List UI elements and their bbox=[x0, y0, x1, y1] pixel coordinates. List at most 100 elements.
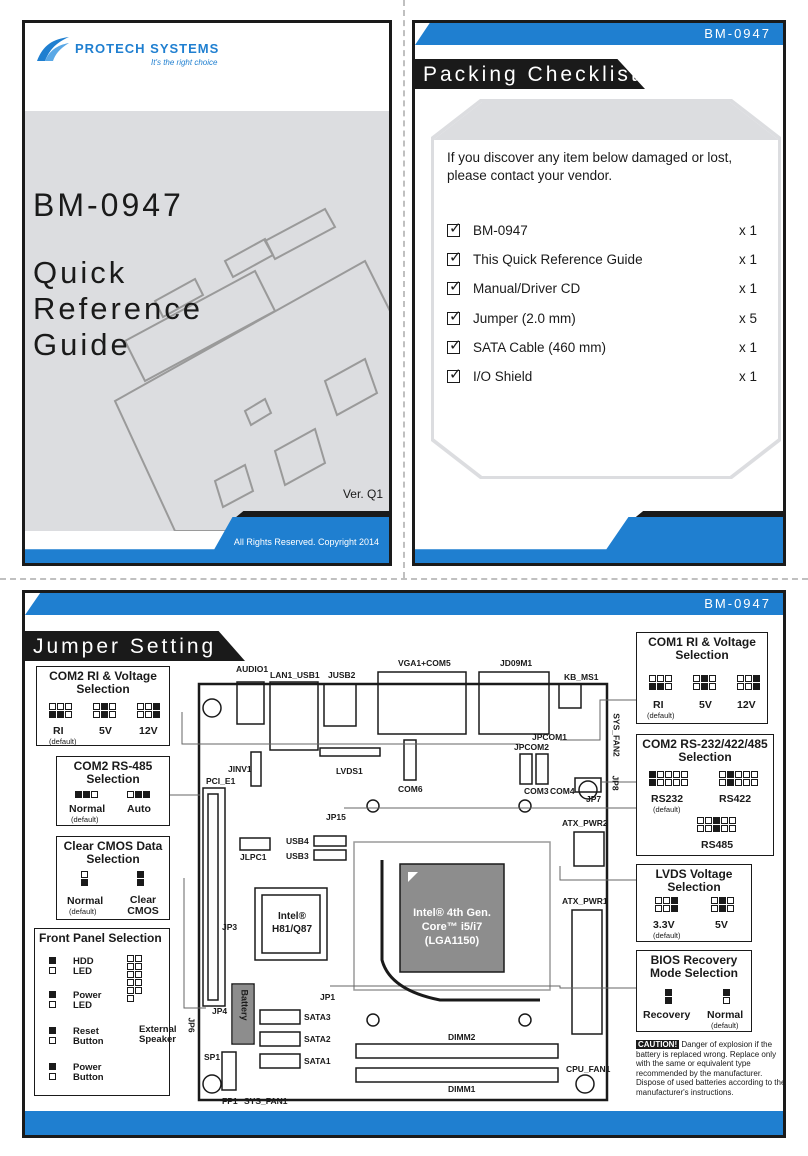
board-label-sata3: SATA3 bbox=[304, 1012, 331, 1022]
board-label-lan1-usb1: LAN1_USB1 bbox=[270, 670, 320, 680]
checklist-item: ✓ BM-0947 x 1 bbox=[447, 220, 757, 238]
board-label-jp4: JP4 bbox=[212, 1006, 228, 1016]
board-label-atx-pwr2: ATX_PWR2 bbox=[562, 818, 608, 828]
board-label-jp6: JP6 bbox=[186, 1017, 197, 1033]
com2-ri-title: COM2 RI & Voltage Selection bbox=[49, 669, 157, 696]
board-label-usb4: USB4 bbox=[286, 836, 309, 846]
bios-recovery-jumpers bbox=[655, 989, 735, 1009]
fold-line-horizontal bbox=[0, 578, 808, 580]
board-label-jpcom1: JPCOM1 bbox=[532, 732, 567, 742]
brand-logo: PROTECH SYSTEMS It's the right choice bbox=[31, 31, 271, 77]
battery-label: Battery bbox=[239, 989, 250, 1021]
board-label-com6: COM6 bbox=[398, 784, 423, 794]
front-panel-box: Front Panel Selection HDD LED Power LED … bbox=[34, 928, 177, 1096]
com2-rs485-jumpers bbox=[71, 791, 161, 801]
com2-rs232-422-485-box: COM2 RS-232/422/485 Selection RS232 RS42… bbox=[636, 734, 774, 856]
board-label-jinv1: JINV1 bbox=[228, 764, 252, 774]
logo-mark-icon bbox=[37, 37, 69, 61]
checklist-item: ✓ This Quick Reference Guide x 1 bbox=[447, 249, 757, 267]
caution-text: Danger of explosion if the battery is re… bbox=[636, 1040, 786, 1097]
jumper-model-tag: BM-0947 bbox=[704, 596, 771, 611]
board-label-sata2: SATA2 bbox=[304, 1034, 331, 1044]
brand-name: PROTECH SYSTEMS bbox=[75, 41, 220, 56]
cover-background bbox=[25, 111, 389, 531]
checklist-accent-dark bbox=[635, 511, 783, 517]
board-label-sys-fan1: SYS_FAN1 bbox=[244, 1096, 288, 1106]
jumper-footer-bar bbox=[25, 1111, 783, 1135]
board-label-fp1: FP1 bbox=[222, 1096, 238, 1106]
checklist-content: If you discover any item below damaged o… bbox=[431, 99, 781, 479]
board-label-pci-e1: PCI_E1 bbox=[206, 776, 236, 786]
board-label-com4: COM4 bbox=[550, 786, 575, 796]
cover-accent-dark bbox=[236, 511, 389, 517]
board-label-jp8: JP8 bbox=[610, 775, 621, 791]
board-label-jp1: JP1 bbox=[320, 992, 336, 1002]
checklist-item: ✓ Jumper (2.0 mm) x 5 bbox=[447, 308, 757, 326]
checklist-title-bar bbox=[415, 59, 645, 89]
com2-rs485-box: COM2 RS-485 Selection Normal Auto (defau… bbox=[56, 756, 170, 826]
board-label-kb-ms1: KB_MS1 bbox=[564, 672, 599, 682]
cover-guide-title: Quick Reference Guide bbox=[33, 255, 204, 362]
board-label-cpu-fan1: CPU_FAN1 bbox=[566, 1064, 611, 1074]
cover-version: Ver. Q1 bbox=[342, 487, 383, 501]
brand-slogan: It's the right choice bbox=[151, 58, 218, 67]
checkbox-checked-icon: ✓ bbox=[447, 308, 462, 325]
checklist-panel: BM-0947 Packing Checklist If you discove… bbox=[412, 20, 786, 566]
board-label-sys-fan2: SYS_FAN2 bbox=[611, 713, 622, 757]
checkbox-checked-icon: ✓ bbox=[447, 337, 462, 354]
com2-rs485-selector-jumpers bbox=[697, 817, 757, 837]
com1-ri-voltage-box: COM1 RI & Voltage Selection RI 5V 12V (d… bbox=[636, 632, 768, 724]
checkbox-checked-icon: ✓ bbox=[447, 220, 462, 237]
checklist-item: ✓ I/O Shield x 1 bbox=[447, 366, 757, 384]
com1-ri-jumpers bbox=[645, 675, 765, 697]
checklist-item: ✓ SATA Cable (460 mm) x 1 bbox=[447, 337, 757, 355]
board-label-vga1-com5: VGA1+COM5 bbox=[398, 658, 451, 668]
front-panel-header bbox=[127, 955, 143, 1015]
checklist-title: Packing Checklist bbox=[423, 63, 640, 86]
lvds-voltage-jumpers bbox=[649, 897, 745, 917]
checklist-item: ✓ Manual/Driver CD x 1 bbox=[447, 278, 757, 296]
jumper-title: Jumper Setting bbox=[33, 635, 217, 658]
board-label-sata1: SATA1 bbox=[304, 1056, 331, 1066]
board-label-com3: COM3 bbox=[524, 786, 549, 796]
chipset-label: Intel® H81/Q87 bbox=[271, 911, 313, 935]
clear-cmos-box: Clear CMOS Data Selection Normal Clear C… bbox=[56, 836, 170, 920]
battery-caution-note: CAUTION! Danger of explosion if the batt… bbox=[636, 1040, 788, 1097]
com2-ri-jumpers bbox=[45, 703, 165, 725]
board-label-atx-pwr1: ATX_PWR1 bbox=[562, 896, 608, 906]
checklist-model-tag: BM-0947 bbox=[704, 26, 771, 41]
cpu-label: Intel® 4th Gen. Core™ i5/i7 (LGA1150) bbox=[413, 907, 491, 947]
checklist-intro: If you discover any item below damaged o… bbox=[447, 150, 733, 183]
com2-rs232-422-jumpers bbox=[643, 771, 773, 791]
checklist-card bbox=[431, 99, 781, 479]
caution-heading: CAUTION! bbox=[636, 1040, 680, 1049]
jumper-title-bar bbox=[25, 631, 245, 661]
board-label-lvds1: LVDS1 bbox=[336, 766, 363, 776]
cover-model-title: BM-0947 bbox=[33, 187, 184, 223]
board-label-jlpc1: JLPC1 bbox=[240, 852, 267, 862]
board-label-jp3: JP3 bbox=[222, 922, 238, 932]
board-label-jusb2: JUSB2 bbox=[328, 670, 356, 680]
cover-panel: PROTECH SYSTEMS It's the right choice BM… bbox=[22, 20, 392, 566]
board-label-jp7: JP7 bbox=[586, 794, 602, 804]
checkbox-checked-icon: ✓ bbox=[447, 366, 462, 383]
front-panel-pin-groups bbox=[45, 957, 63, 1093]
bios-recovery-box: BIOS Recovery Mode Selection Recovery No… bbox=[636, 950, 752, 1032]
checkbox-checked-icon: ✓ bbox=[447, 278, 462, 295]
board-label-dimm2: DIMM2 bbox=[448, 1032, 476, 1042]
clear-cmos-jumpers bbox=[75, 871, 155, 891]
jumper-header-bar bbox=[25, 593, 783, 615]
board-label-jpcom2: JPCOM2 bbox=[514, 742, 549, 752]
board-label-usb3: USB3 bbox=[286, 851, 309, 861]
checklist-footer-bar bbox=[415, 517, 783, 563]
com2-ri-voltage-box: COM2 RI & Voltage Selection RI 5V 12V (d… bbox=[36, 666, 170, 746]
checklist-header-bar bbox=[415, 23, 783, 45]
checkbox-checked-icon: ✓ bbox=[447, 249, 462, 266]
lvds-voltage-box: LVDS Voltage Selection 3.3V 5V (default) bbox=[636, 864, 752, 942]
board-label-sp1: SP1 bbox=[204, 1052, 221, 1062]
board-label-dimm1: DIMM1 bbox=[448, 1084, 476, 1094]
board-outline-illustration bbox=[113, 207, 389, 531]
fold-line-vertical bbox=[403, 0, 405, 578]
board-label-audio1: AUDIO1 bbox=[236, 664, 269, 674]
board-label-jp15: JP15 bbox=[326, 812, 346, 822]
